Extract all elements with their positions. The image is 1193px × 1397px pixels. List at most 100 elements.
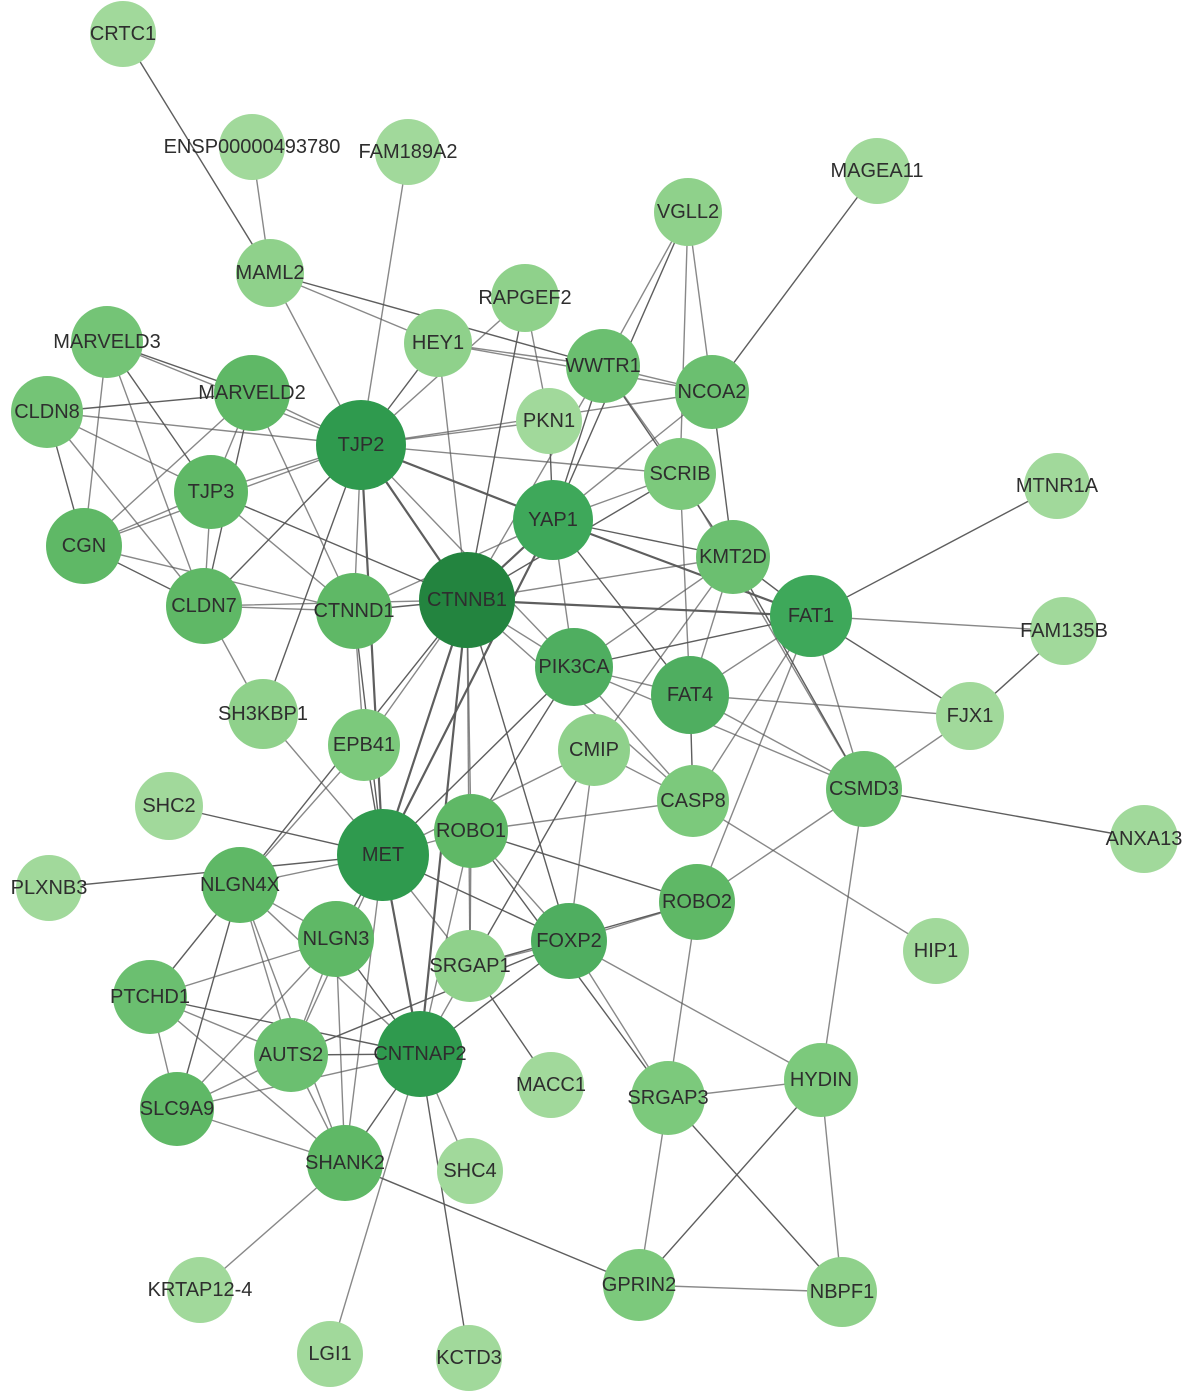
node-circle[interactable]	[535, 628, 613, 706]
node-rapgef2[interactable]: RAPGEF2	[478, 264, 572, 332]
node-foxp2[interactable]: FOXP2	[531, 903, 607, 979]
node-marveld2[interactable]: MARVELD2	[198, 355, 306, 431]
node-circle[interactable]	[11, 376, 83, 448]
node-circle[interactable]	[807, 1257, 877, 1327]
node-fat1[interactable]: FAT1	[770, 575, 852, 657]
node-circle[interactable]	[826, 751, 902, 827]
node-circle[interactable]	[375, 119, 441, 185]
node-kctd3[interactable]: KCTD3	[436, 1325, 502, 1391]
node-circle[interactable]	[644, 438, 716, 510]
node-gprin2[interactable]: GPRIN2	[602, 1249, 676, 1321]
node-circle[interactable]	[659, 864, 735, 940]
node-circle[interactable]	[202, 847, 278, 923]
node-circle[interactable]	[214, 355, 290, 431]
node-circle[interactable]	[307, 1125, 383, 1201]
node-circle[interactable]	[936, 682, 1004, 750]
node-srgap1[interactable]: SRGAP1	[429, 930, 511, 1002]
node-circle[interactable]	[770, 575, 852, 657]
node-wwtr1[interactable]: WWTR1	[565, 329, 641, 403]
node-ctnnb1[interactable]: CTNNB1	[419, 552, 515, 648]
node-circle[interactable]	[297, 1321, 363, 1387]
node-robo2[interactable]: ROBO2	[659, 864, 735, 940]
node-circle[interactable]	[166, 568, 242, 644]
node-lgi1[interactable]: LGI1	[297, 1321, 363, 1387]
node-circle[interactable]	[558, 714, 630, 786]
node-tjp3[interactable]: TJP3	[174, 455, 248, 529]
node-shc2[interactable]: SHC2	[135, 772, 203, 840]
node-circle[interactable]	[46, 508, 122, 584]
node-cldn7[interactable]: CLDN7	[166, 568, 242, 644]
node-circle[interactable]	[174, 455, 248, 529]
node-circle[interactable]	[531, 903, 607, 979]
node-nlgn4x[interactable]: NLGN4X	[200, 847, 280, 923]
node-circle[interactable]	[696, 520, 770, 594]
node-cgn[interactable]: CGN	[46, 508, 122, 584]
node-mtnr1a[interactable]: MTNR1A	[1016, 453, 1099, 519]
node-cntnap2[interactable]: CNTNAP2	[373, 1011, 467, 1097]
node-circle[interactable]	[903, 918, 969, 984]
node-circle[interactable]	[328, 709, 400, 781]
node-circle[interactable]	[219, 114, 285, 180]
node-circle[interactable]	[419, 552, 515, 648]
node-fam189a2[interactable]: FAM189A2	[359, 119, 458, 185]
node-kmt2d[interactable]: KMT2D	[696, 520, 770, 594]
node-shank2[interactable]: SHANK2	[305, 1125, 385, 1201]
node-scrib[interactable]: SCRIB	[644, 438, 716, 510]
node-circle[interactable]	[1030, 597, 1098, 665]
node-circle[interactable]	[434, 930, 506, 1002]
node-cldn8[interactable]: CLDN8	[11, 376, 83, 448]
node-pik3ca[interactable]: PIK3CA	[535, 628, 613, 706]
node-maml2[interactable]: MAML2	[236, 239, 305, 307]
node-circle[interactable]	[651, 656, 729, 734]
node-hey1[interactable]: HEY1	[404, 309, 472, 377]
node-plxnb3[interactable]: PLXNB3	[11, 855, 88, 921]
node-ptchd1[interactable]: PTCHD1	[110, 960, 190, 1034]
node-robo1[interactable]: ROBO1	[434, 794, 508, 868]
node-macc1[interactable]: MACC1	[516, 1052, 586, 1118]
node-circle[interactable]	[1110, 805, 1178, 873]
node-circle[interactable]	[1024, 453, 1090, 519]
node-circle[interactable]	[254, 1018, 328, 1092]
node-tjp2[interactable]: TJP2	[316, 400, 406, 490]
node-csmd3[interactable]: CSMD3	[826, 751, 902, 827]
node-ncoa2[interactable]: NCOA2	[675, 355, 749, 429]
node-sh3kbp1[interactable]: SH3KBP1	[218, 679, 308, 749]
node-yap1[interactable]: YAP1	[513, 480, 593, 560]
node-circle[interactable]	[631, 1061, 705, 1135]
node-nlgn3[interactable]: NLGN3	[298, 901, 374, 977]
node-circle[interactable]	[437, 1138, 503, 1204]
node-krtap12-4[interactable]: KRTAP12-4	[148, 1257, 253, 1323]
node-auts2[interactable]: AUTS2	[254, 1018, 328, 1092]
node-circle[interactable]	[434, 794, 508, 868]
node-circle[interactable]	[654, 178, 722, 246]
node-circle[interactable]	[236, 239, 304, 307]
node-magea11[interactable]: MAGEA11	[831, 138, 924, 204]
node-slc9a9[interactable]: SLC9A9	[140, 1072, 215, 1146]
node-circle[interactable]	[167, 1257, 233, 1323]
node-circle[interactable]	[516, 388, 582, 454]
node-epb41[interactable]: EPB41	[328, 709, 400, 781]
node-nbpf1[interactable]: NBPF1	[807, 1257, 877, 1327]
node-ctnnd1[interactable]: CTNND1	[313, 573, 395, 649]
node-marveld3[interactable]: MARVELD3	[53, 306, 161, 378]
node-circle[interactable]	[675, 355, 749, 429]
node-fat4[interactable]: FAT4	[651, 656, 729, 734]
node-circle[interactable]	[657, 765, 729, 837]
node-circle[interactable]	[436, 1325, 502, 1391]
node-shc4[interactable]: SHC4	[437, 1138, 503, 1204]
node-circle[interactable]	[316, 573, 392, 649]
node-circle[interactable]	[316, 400, 406, 490]
node-crtc1[interactable]: CRTC1	[90, 1, 156, 67]
node-hydin[interactable]: HYDIN	[784, 1043, 858, 1117]
node-vgll2[interactable]: VGLL2	[654, 178, 722, 246]
node-circle[interactable]	[16, 855, 82, 921]
node-circle[interactable]	[404, 309, 472, 377]
node-srgap3[interactable]: SRGAP3	[627, 1061, 709, 1135]
node-pkn1[interactable]: PKN1	[516, 388, 582, 454]
node-circle[interactable]	[518, 1052, 584, 1118]
node-met[interactable]: MET	[337, 809, 429, 901]
node-circle[interactable]	[603, 1249, 675, 1321]
node-anxa13[interactable]: ANXA13	[1106, 805, 1183, 873]
node-casp8[interactable]: CASP8	[657, 765, 729, 837]
node-circle[interactable]	[90, 1, 156, 67]
